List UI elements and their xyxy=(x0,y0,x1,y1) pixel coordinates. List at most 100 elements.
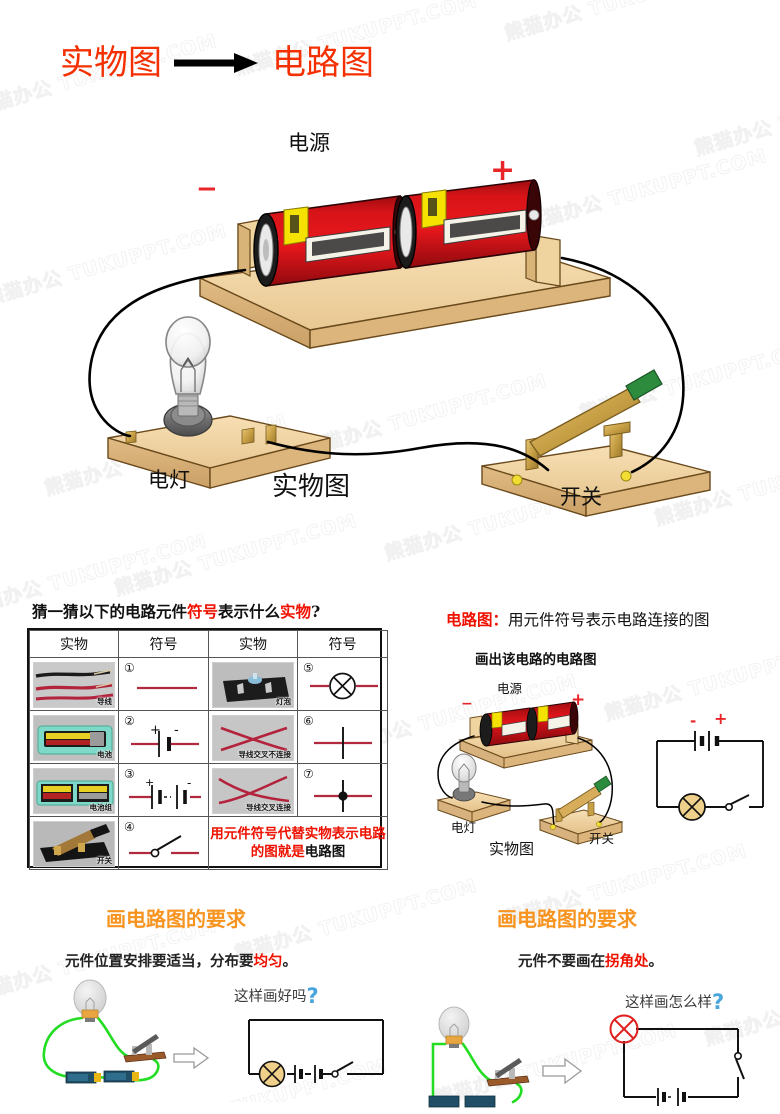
wires-crossing-connected-photo: 导线交叉连接 xyxy=(212,768,294,814)
object-cell-cross-no-connect: 导线交叉不连接 xyxy=(208,710,298,764)
cross-photo-caption: 导线交叉不连接 xyxy=(238,750,292,759)
schematic-switch-symbol xyxy=(725,794,750,812)
hero-caption: 实物图 xyxy=(272,472,351,502)
rule-right-question-text: 这样画怎么样 xyxy=(625,995,712,1011)
battery-pack-photo: 电池组 xyxy=(33,768,115,814)
rule-left-heading: 画电路图的要求 xyxy=(106,907,246,931)
svg-text:-: - xyxy=(187,776,191,790)
rule-right-schematic xyxy=(609,1014,770,1110)
rule-right-switch-symbol xyxy=(734,1051,745,1080)
symbol-number: ⑤ xyxy=(303,661,314,675)
question-mark-icon: ? xyxy=(306,984,319,1008)
symbol-cell-lamp: ⑤ xyxy=(297,657,388,711)
watermark-text: 熊猫办公 TUKUPPT.COM xyxy=(501,0,750,46)
rule-left-question-text: 这样画好吗 xyxy=(234,989,307,1005)
object-cell-switch: 开关 xyxy=(29,816,119,870)
bulb-photo: 灯泡 xyxy=(212,662,294,708)
rule-left-batteries xyxy=(65,1070,139,1084)
definition-photo-circuit xyxy=(432,672,662,862)
rule-right-heading: 画电路图的要求 xyxy=(497,907,637,931)
mini-battery-cells xyxy=(479,701,579,747)
rule-left-bulb xyxy=(73,979,107,1022)
object-cell-bulb: 灯泡 xyxy=(208,657,298,711)
battery-pack-photo-caption: 电池组 xyxy=(89,803,113,812)
definition-heading: 电路图：用元件符号表示电路连接的图 xyxy=(446,608,710,630)
table-row: 导线 ① xyxy=(29,657,388,711)
schematic-battery-symbol xyxy=(694,731,720,751)
quiz-heading-part: 表示什么 xyxy=(218,602,281,621)
switch-photo: 开关 xyxy=(33,821,115,867)
definition-note: 用元件符号代替实物表示电路的图就是电路图 xyxy=(208,816,388,870)
object-cell-battery: 电池 xyxy=(29,710,119,764)
watermark-text: 熊猫办公 TUKUPPT.COM xyxy=(112,509,360,601)
wires-crossing-connected-symbol xyxy=(314,780,372,812)
symbol-number: ⑥ xyxy=(303,714,314,728)
battery-photo-caption: 电池 xyxy=(97,750,112,759)
hero-circuit-illustration xyxy=(70,120,711,517)
definition-source-label: 电源 xyxy=(497,681,523,696)
quiz-heading: 猜一猜以下的电路元件符号表示什么实物? xyxy=(32,600,320,622)
lamp-symbol xyxy=(310,672,378,700)
single-cell-symbol: + - xyxy=(131,723,199,757)
svg-text:-: - xyxy=(174,723,179,738)
rule-right-photo-circuit xyxy=(415,1000,600,1108)
rule-left-body-part: 均匀 xyxy=(253,953,283,970)
wires-crossing-not-connected-photo: 导线交叉不连接 xyxy=(212,715,294,761)
wire-photo: 导线 xyxy=(33,662,115,708)
mini-switch-board xyxy=(538,775,624,845)
svg-text:+: + xyxy=(145,776,154,789)
col-header-object: 实物 xyxy=(29,630,119,658)
wire-photo-caption: 导线 xyxy=(97,697,112,706)
quiz-heading-part: 实物 xyxy=(280,602,312,621)
symbol-cell-battery-pack: ③ + - xyxy=(118,763,209,817)
hero-source-label: 电源 xyxy=(288,131,330,155)
rule-right-body-part: 拐角处 xyxy=(605,953,649,970)
col-header-symbol: 符号 xyxy=(118,630,209,658)
svg-text:+: + xyxy=(150,723,161,738)
battery-cell-2 xyxy=(395,179,542,269)
symbol-number: ③ xyxy=(124,767,135,781)
note-red-text: 用元件符号代替实物表示电路的图就是 xyxy=(210,825,386,860)
definition-switch-label: 开关 xyxy=(589,831,615,846)
rule-left-body: 元件位置安排要适当，分布要均匀。 xyxy=(65,950,297,971)
battery-cell-1 xyxy=(253,195,408,287)
definition-plus-sign: + xyxy=(571,690,586,710)
page-title: 实物图 电路图 xyxy=(60,46,374,80)
table-row: 电池组 ③ + - xyxy=(29,763,388,817)
hero-plus-sign: + xyxy=(490,153,516,188)
light-bulb xyxy=(163,316,213,437)
mini-wires xyxy=(437,735,613,825)
schematic-minus-sign: - xyxy=(690,712,697,730)
mini-light-bulb xyxy=(451,753,477,802)
hero-minus-sign: − xyxy=(196,174,218,204)
question-mark-icon: ? xyxy=(712,990,725,1014)
hero-switch-label: 开关 xyxy=(560,485,602,509)
definition-text: 用元件符号表示电路连接的图 xyxy=(508,611,710,629)
definition-lamp-label: 电灯 xyxy=(451,820,477,835)
quiz-heading-part: 猜一猜以下的电路元件 xyxy=(32,602,188,621)
switch-photo-caption: 开关 xyxy=(97,856,112,865)
symbol-number: ⑦ xyxy=(303,767,314,781)
battery-pack-symbol: + - xyxy=(129,776,201,809)
col-header-object: 实物 xyxy=(208,630,298,658)
hollow-right-arrow-icon xyxy=(173,1046,210,1070)
right-arrow-icon xyxy=(172,48,262,78)
schematic-plus-sign: + xyxy=(714,709,728,728)
rule-right-bulb xyxy=(438,1006,470,1048)
quiz-heading-part: 符号 xyxy=(187,602,219,621)
symbol-number: ② xyxy=(124,714,135,728)
hollow-right-arrow-icon xyxy=(542,1057,583,1085)
rule-left-body-part: 元件位置安排要适当，分布要 xyxy=(65,953,254,970)
definition-term: 电路图 xyxy=(446,610,493,629)
schematic-lamp-symbol xyxy=(678,793,706,821)
battery-photo: 电池 xyxy=(33,715,115,761)
rule-left-photo-circuit xyxy=(32,978,212,1098)
table-header-row: 实物 符号 实物 符号 xyxy=(29,630,388,658)
title-left-term: 实物图 xyxy=(60,43,162,83)
switch-symbol xyxy=(129,835,199,858)
rule-left-battery-symbol xyxy=(294,1065,323,1083)
definition-minus-sign: − xyxy=(461,696,473,712)
note-black-text: 电路图 xyxy=(304,844,346,860)
object-cell-wire: 导线 xyxy=(29,657,119,711)
symbol-cell-cross-no-connect: ⑥ xyxy=(297,710,388,764)
